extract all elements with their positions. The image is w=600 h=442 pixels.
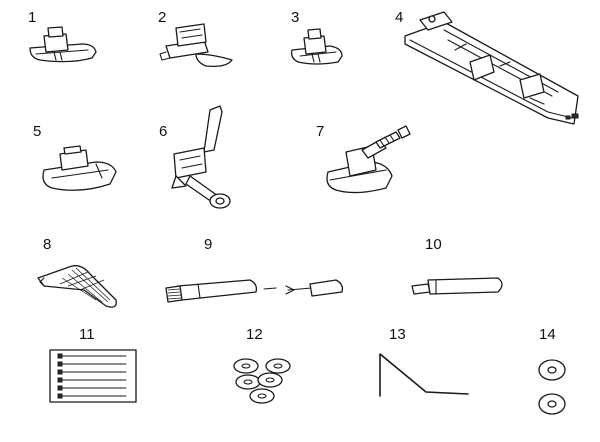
item-number-7: 7 <box>316 123 324 140</box>
item-number-9: 9 <box>204 236 212 253</box>
item-number-6: 6 <box>159 123 167 140</box>
blind-hem-foot-icon <box>42 145 117 191</box>
item-number-12: 12 <box>246 326 263 343</box>
spool-felt-icon <box>538 359 566 415</box>
item-number-14: 14 <box>539 326 556 343</box>
seam-ripper-brush-icon <box>165 279 344 303</box>
bobbins-icon <box>233 358 291 404</box>
item-number-13: 13 <box>389 326 406 343</box>
seam-guide-icon <box>37 265 117 308</box>
item-number-8: 8 <box>43 236 51 253</box>
item-number-5: 5 <box>33 123 41 140</box>
needle-pack-icon <box>49 349 137 403</box>
item-number-10: 10 <box>425 236 442 253</box>
presser-foot-icon <box>29 26 97 63</box>
item-number-11: 11 <box>79 326 95 343</box>
satin-stitch-foot-icon <box>290 28 343 65</box>
item-number-4: 4 <box>395 9 403 26</box>
item-number-2: 2 <box>158 9 166 26</box>
hemmer-foot-icon <box>326 125 411 194</box>
item-number-1: 1 <box>28 9 36 26</box>
spool-pin-icon <box>379 353 469 397</box>
darning-foot-icon <box>171 105 231 209</box>
zipper-foot-icon <box>159 23 233 68</box>
item-number-3: 3 <box>291 9 299 26</box>
screwdriver-icon <box>411 277 503 295</box>
buttonhole-foot-icon <box>404 11 579 125</box>
